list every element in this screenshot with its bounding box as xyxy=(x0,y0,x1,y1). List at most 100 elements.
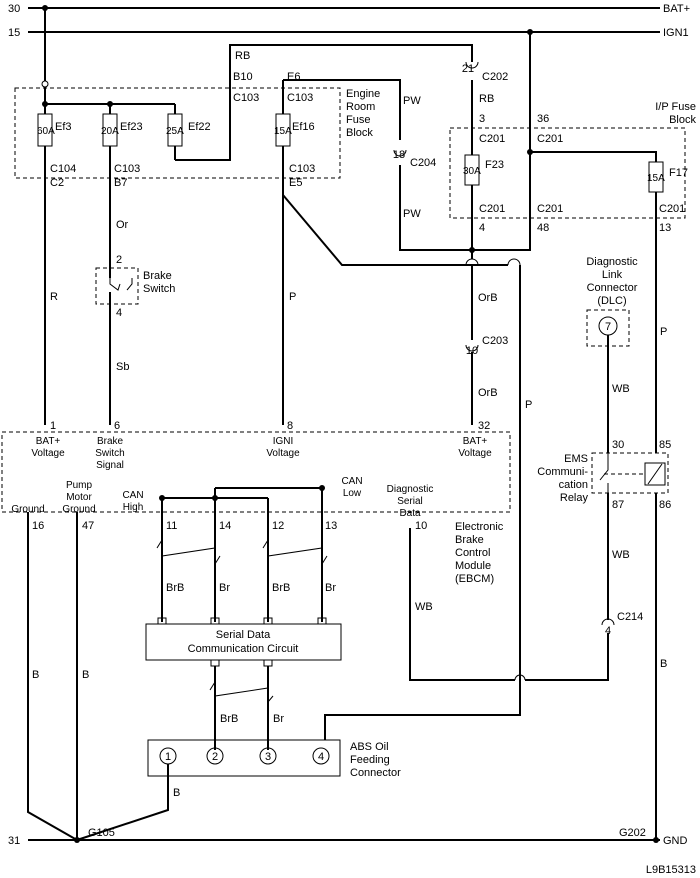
svg-text:C103: C103 xyxy=(114,163,140,175)
svg-text:1: 1 xyxy=(165,751,171,763)
svg-text:IGN1: IGN1 xyxy=(663,27,689,39)
svg-text:cation: cation xyxy=(559,479,588,491)
svg-text:B7: B7 xyxy=(114,177,127,189)
svg-text:BrB: BrB xyxy=(220,713,238,725)
svg-text:Electronic: Electronic xyxy=(455,521,504,533)
svg-text:Low: Low xyxy=(343,488,362,499)
fuse-f17: 15A F17 xyxy=(647,161,688,193)
svg-text:15: 15 xyxy=(8,27,20,39)
svg-text:Voltage: Voltage xyxy=(31,448,65,459)
svg-text:Module: Module xyxy=(455,560,491,572)
engine-room-fuse-block: Engine Room Fuse Block 60A Ef3 20A Ef23 … xyxy=(14,8,380,189)
svg-text:30: 30 xyxy=(8,3,20,15)
svg-text:C204: C204 xyxy=(410,157,436,169)
ip-fuse-block: I/P Fuse Block 3 C201 36 C201 30A F23 15… xyxy=(449,101,696,253)
svg-text:Ef16: Ef16 xyxy=(292,121,315,133)
svg-text:WB: WB xyxy=(612,383,630,395)
svg-text:16: 16 xyxy=(32,520,44,532)
svg-text:60A: 60A xyxy=(37,126,55,137)
svg-text:P: P xyxy=(525,399,532,411)
ef16-feed: PW 18 C204 PW P P xyxy=(282,32,532,740)
svg-text:3: 3 xyxy=(479,113,485,125)
svg-text:C201: C201 xyxy=(479,203,505,215)
ign-rail: 15 IGN1 xyxy=(8,27,689,39)
svg-text:87: 87 xyxy=(612,499,624,511)
svg-text:Ef23: Ef23 xyxy=(120,121,143,133)
svg-text:C2: C2 xyxy=(50,177,64,189)
abs-oil-feeding-connector: 1 2 3 4 ABS Oil Feeding Connector B xyxy=(76,739,401,841)
svg-text:Br: Br xyxy=(325,582,336,594)
svg-text:RB: RB xyxy=(235,50,250,62)
svg-text:C201: C201 xyxy=(659,203,685,215)
svg-text:Brake: Brake xyxy=(143,270,172,282)
svg-text:Ground: Ground xyxy=(62,504,95,515)
serial-data-circuit: Serial Data Communication Circuit BrB Br xyxy=(145,623,342,750)
svg-text:Connector: Connector xyxy=(587,282,638,294)
svg-text:C103: C103 xyxy=(233,92,259,104)
svg-text:11: 11 xyxy=(166,520,177,532)
fuse-ef3: 60A Ef3 xyxy=(37,113,72,147)
bat-rail: 30 BAT+ xyxy=(8,3,690,15)
svg-text:CAN: CAN xyxy=(122,490,143,501)
svg-text:Switch: Switch xyxy=(143,283,175,295)
can-bus: BrB Br BrB Br xyxy=(156,485,336,625)
svg-text:2: 2 xyxy=(116,254,122,266)
svg-text:F23: F23 xyxy=(485,159,504,171)
svg-text:C201: C201 xyxy=(537,203,563,215)
svg-text:13: 13 xyxy=(659,222,671,234)
svg-text:36: 36 xyxy=(537,113,549,125)
svg-text:B10: B10 xyxy=(233,71,253,83)
svg-text:Switch: Switch xyxy=(95,448,124,459)
svg-text:Br: Br xyxy=(273,713,284,725)
svg-text:C214: C214 xyxy=(617,611,643,623)
svg-text:Brake: Brake xyxy=(455,534,484,546)
svg-text:Link: Link xyxy=(602,269,623,281)
svg-text:30: 30 xyxy=(612,439,624,451)
svg-text:C103: C103 xyxy=(287,92,313,104)
svg-text:WB: WB xyxy=(612,549,630,561)
svg-text:B: B xyxy=(32,669,39,681)
svg-text:32: 32 xyxy=(478,420,490,432)
svg-text:48: 48 xyxy=(537,222,549,234)
svg-text:G202: G202 xyxy=(619,827,646,839)
svg-text:OrB: OrB xyxy=(478,387,498,399)
fuse-f23: 30A F23 xyxy=(463,154,504,186)
svg-text:Sb: Sb xyxy=(116,361,129,373)
svg-text:F17: F17 xyxy=(669,167,688,179)
svg-text:C203: C203 xyxy=(482,335,508,347)
svg-text:ABS Oil: ABS Oil xyxy=(350,741,389,753)
svg-text:Voltage: Voltage xyxy=(266,448,300,459)
svg-text:OrB: OrB xyxy=(478,292,498,304)
svg-text:86: 86 xyxy=(659,499,671,511)
svg-text:Diagnostic: Diagnostic xyxy=(387,484,434,495)
svg-text:B: B xyxy=(173,787,180,799)
svg-text:Br: Br xyxy=(219,582,230,594)
svg-text:BAT+: BAT+ xyxy=(463,436,488,447)
svg-text:4: 4 xyxy=(605,625,611,637)
rb-wire: RB 21 C202 RB xyxy=(174,44,508,161)
svg-text:BrB: BrB xyxy=(166,582,184,594)
ebcm-module: 1 6 8 32 BAT+ Voltage Brake Switch Signa… xyxy=(1,420,511,585)
svg-text:Fuse: Fuse xyxy=(346,114,370,126)
svg-text:C104: C104 xyxy=(50,163,76,175)
svg-text:Data: Data xyxy=(399,508,421,519)
svg-text:WB: WB xyxy=(415,601,433,613)
svg-text:Ef3: Ef3 xyxy=(55,121,72,133)
svg-text:15A: 15A xyxy=(647,173,665,184)
svg-text:Block: Block xyxy=(346,127,373,139)
svg-text:E5: E5 xyxy=(289,177,302,189)
svg-text:3: 3 xyxy=(265,751,271,763)
svg-text:(DLC): (DLC) xyxy=(597,295,626,307)
svg-text:Control: Control xyxy=(455,547,490,559)
fuse-ef23: 20A Ef23 xyxy=(101,113,143,147)
svg-text:C201: C201 xyxy=(537,133,563,145)
svg-text:31: 31 xyxy=(8,835,20,847)
svg-text:PW: PW xyxy=(403,95,421,107)
svg-text:BrB: BrB xyxy=(272,582,290,594)
svg-text:E6: E6 xyxy=(287,71,300,83)
svg-text:8: 8 xyxy=(287,420,293,432)
svg-text:30A: 30A xyxy=(463,166,481,177)
svg-text:High: High xyxy=(123,502,144,513)
svg-text:Signal: Signal xyxy=(96,460,124,471)
